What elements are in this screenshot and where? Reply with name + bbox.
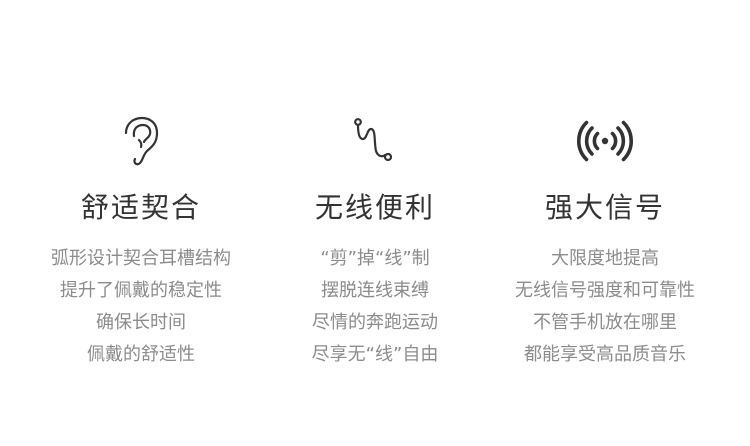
feature-title: 强大信号: [544, 191, 665, 224]
feature-wireless: 无线便利 “剪”掉“线”制 摆脱连线束缚 尽情的奔跑运动 尽享无“线”自由: [255, 0, 495, 446]
description-line: 无线信号强度和可靠性: [515, 280, 695, 301]
description-line: 提升了佩戴的稳定性: [60, 280, 222, 301]
signal-icon: [573, 112, 637, 170]
feature-title: 无线便利: [314, 191, 435, 224]
description-line: 尽情的奔跑运动: [312, 312, 438, 333]
description-line: 弧形设计契合耳槽结构: [51, 248, 231, 269]
feature-description: 大限度地提高 无线信号强度和可靠性 不管手机放在哪里 都能享受高品质音乐: [485, 243, 725, 371]
cable-icon: [343, 112, 407, 170]
feature-signal: 强大信号 大限度地提高 无线信号强度和可靠性 不管手机放在哪里 都能享受高品质音…: [485, 0, 725, 446]
feature-description: “剪”掉“线”制 摆脱连线束缚 尽情的奔跑运动 尽享无“线”自由: [255, 243, 495, 371]
feature-comfort: 舒适契合 弧形设计契合耳槽结构 提升了佩戴的稳定性 确保长时间 佩戴的舒适性: [21, 0, 261, 446]
feature-description: 弧形设计契合耳槽结构 提升了佩戴的稳定性 确保长时间 佩戴的舒适性: [21, 243, 261, 371]
description-line: 佩戴的舒适性: [87, 344, 195, 365]
ear-icon: [109, 112, 173, 170]
feature-title: 舒适契合: [80, 191, 201, 224]
description-line: 尽享无“线”自由: [311, 344, 439, 365]
description-line: 摆脱连线束缚: [321, 280, 429, 301]
description-line: 确保长时间: [96, 312, 186, 333]
description-line: 大限度地提高: [551, 248, 659, 269]
description-line: “剪”掉“线”制: [320, 248, 430, 269]
description-line: 都能享受高品质音乐: [524, 344, 686, 365]
description-line: 不管手机放在哪里: [533, 312, 677, 333]
